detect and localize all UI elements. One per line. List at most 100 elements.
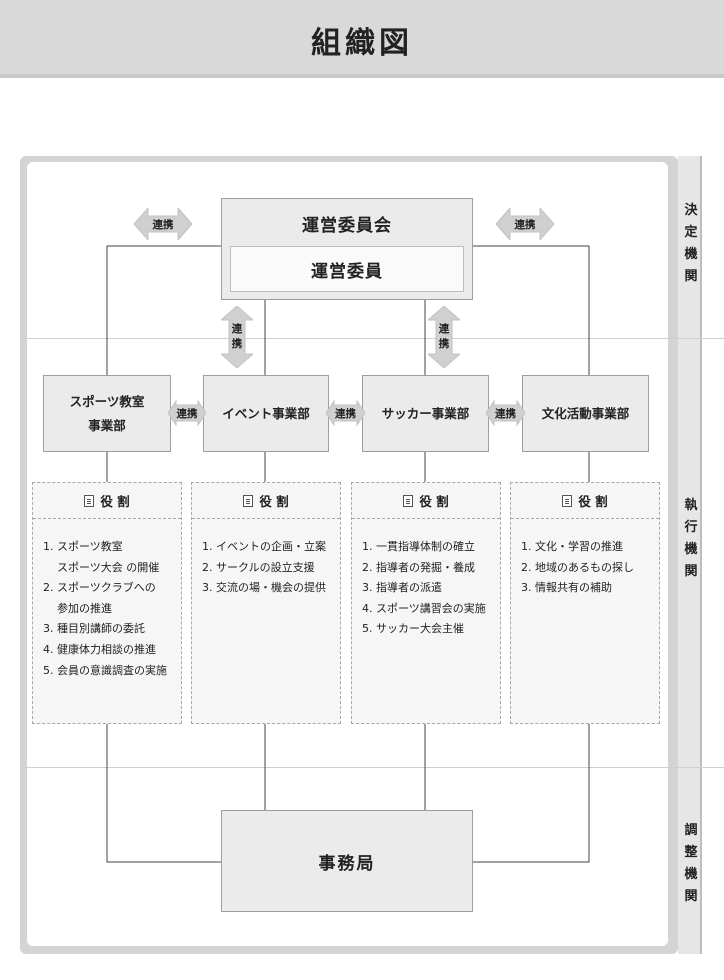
tier-separator-execution [20,767,724,768]
committee-members-box: 運営委員 [230,246,464,292]
tier-band [678,156,700,954]
item-number: 3. [43,622,54,636]
role-card-header: 役 割 [511,483,659,519]
item-number: 2. [202,560,213,574]
item-text: スポーツクラブへの 参加の推進 [57,581,156,615]
document-icon [243,494,254,507]
link-label-char: 携 [438,338,450,350]
secretariat-box: 事務局 [221,810,473,912]
role-heading: 役 割 [419,494,449,509]
title-bar: 組織図 [0,0,724,78]
list-item: 3.種目別講師の委託 [43,619,181,640]
tier-label-char: 機 [684,867,698,882]
list-item: 4.スポーツ講習会の実施 [362,599,500,620]
department-name: イベント事業部 [222,405,310,421]
tier-band-edge [700,156,702,954]
secretariat-name: 事務局 [318,853,376,874]
item-number: 4. [43,642,54,656]
item-number: 1. [362,540,373,553]
role-list: 1.文化・学習の推進 2.地域のあるもの探し 3.情報共有の補助 [511,519,659,599]
role-heading: 役 割 [100,494,130,509]
item-text: スポーツ教室 スポーツ大会 の開催 [57,540,160,574]
role-heading: 役 割 [259,494,289,509]
connector-culture-office [473,724,590,863]
tier-label-char: 関 [684,564,698,579]
role-heading: 役 割 [578,494,608,509]
item-text: 地域のあるもの探し [535,560,634,574]
item-number: 2. [43,581,54,595]
department-name: 文化活動事業部 [541,405,630,421]
link-label: 連携 [176,407,198,420]
role-list: 1.一貫指導体制の確立 2.指導者の発掘・養成 3.指導者の派遣 4.スポーツ講… [352,519,500,640]
tier-label-char: 行 [684,520,698,535]
department-culture: 文化活動事業部 [522,375,649,452]
link-arrow-dept-1-2: 連携 [168,397,206,429]
link-arrow-vertical-left: 連 携 [221,306,253,368]
department-soccer: サッカー事業部 [362,375,489,452]
list-item: 3.指導者の派遣 [362,578,500,599]
document-icon [562,494,573,507]
department-event: イベント事業部 [203,375,329,452]
tier-label-char: 機 [684,247,698,262]
list-item: 1.スポーツ教室 スポーツ大会 の開催 [43,537,181,578]
list-item: 2.サークルの設立支援 [202,558,340,579]
link-label: 連携 [335,407,356,420]
item-text: 種目別講師の委託 [57,622,145,636]
link-arrow-dept-3-4: 連携 [486,397,525,429]
item-text: サークルの設立支援 [216,560,315,574]
link-label: 連携 [514,218,536,231]
tier-label-execution: 執 行 機 関 [678,495,704,583]
list-item: 1.文化・学習の推進 [521,537,659,558]
connector-sports-office [106,724,221,863]
department-name: サッカー事業部 [381,405,470,421]
tier-label-char: 機 [684,542,698,557]
link-arrow-committee-right: 連携 [496,208,554,240]
item-number: 2. [521,560,532,574]
list-item: 4.健康体力相談の推進 [43,640,181,661]
link-arrow-dept-2-3: 連携 [326,397,365,429]
committee-title: 運営委員会 [302,216,392,236]
department-sports-school: スポーツ教室 事業部 [43,375,171,452]
role-card-culture: 役 割 1.文化・学習の推進 2.地域のあるもの探し 3.情報共有の補助 [510,482,660,724]
role-card-event: 役 割 1.イベントの企画・立案 2.サークルの設立支援 3.交流の場・機会の提… [191,482,341,724]
item-text: 交流の場・機会の提供 [216,581,326,595]
list-item: 2.指導者の発掘・養成 [362,558,500,579]
list-item: 5.会員の意識調査の実施 [43,661,181,682]
link-label-char: 連 [438,323,450,335]
tier-label-char: 関 [684,889,698,904]
document-icon [403,494,414,507]
link-label: 連携 [495,407,516,420]
link-arrow-committee-left: 連携 [134,208,192,240]
item-number: 3. [202,581,213,595]
item-number: 5. [362,622,373,636]
page-title: 組織図 [311,26,413,61]
item-text: 指導者の発掘・養成 [376,560,475,574]
tier-label-coordination: 調 整 機 関 [678,820,704,908]
link-arrow-vertical-right: 連 携 [428,306,460,368]
item-text: スポーツ講習会の実施 [376,601,486,615]
link-label-char: 携 [231,338,243,350]
tier-label-char: 決 [684,203,698,218]
item-number: 2. [362,560,373,574]
item-text: 会員の意識調査の実施 [57,663,167,677]
tier-label-char: 関 [684,269,698,284]
list-item: 2.地域のあるもの探し [521,558,659,579]
tier-label-char: 執 [684,498,698,513]
list-item: 1.イベントの企画・立案 [202,537,340,558]
item-text: サッカー大会主催 [376,622,464,636]
list-item: 1.一貫指導体制の確立 [362,537,500,558]
item-number: 1. [202,540,213,553]
role-list: 1.イベントの企画・立案 2.サークルの設立支援 3.交流の場・機会の提供 [192,519,340,599]
tier-separator-decision [20,338,724,339]
item-text: 健康体力相談の推進 [57,642,156,656]
item-text: 情報共有の補助 [535,581,612,595]
item-number: 3. [521,581,532,595]
list-item: 3.情報共有の補助 [521,578,659,599]
role-card-sports-school: 役 割 1.スポーツ教室 スポーツ大会 の開催 2.スポーツクラブへの 参加の推… [32,482,182,724]
item-text: 文化・学習の推進 [535,540,623,553]
document-icon [84,494,95,507]
role-card-header: 役 割 [192,483,340,519]
tier-label-char: 定 [684,225,698,240]
item-number: 3. [362,581,373,595]
